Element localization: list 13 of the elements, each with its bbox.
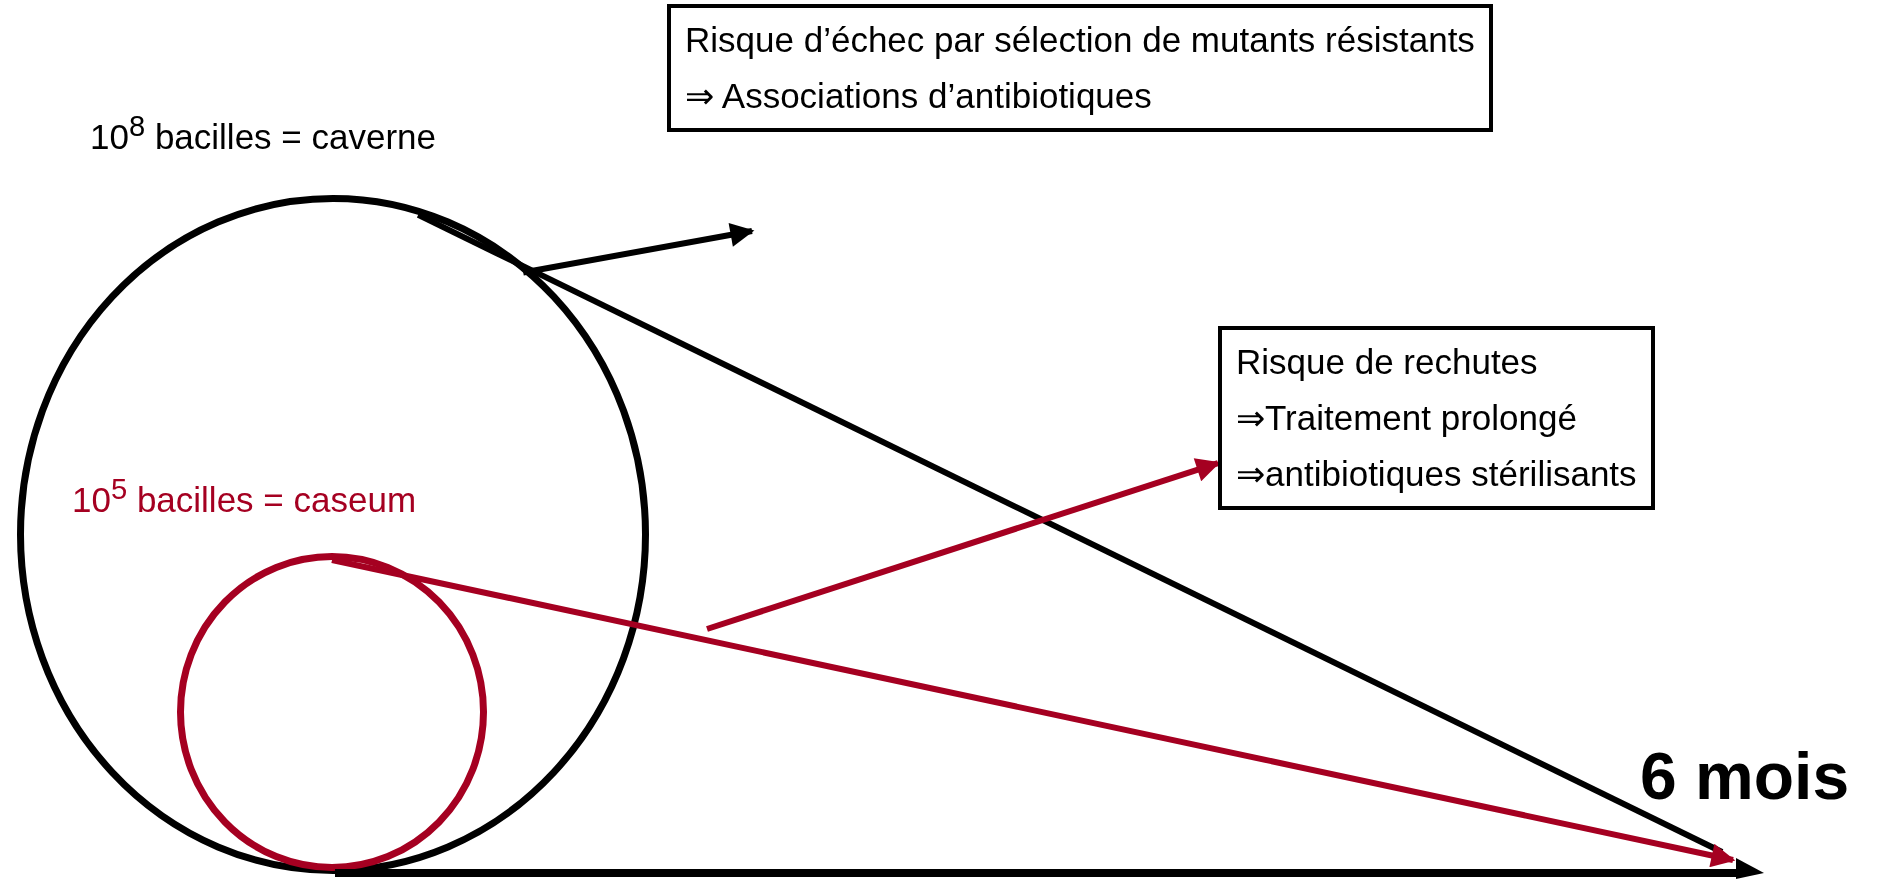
box-text: ⇒ Associations d’antibiotiques <box>685 75 1153 117</box>
time-label: 6 mois <box>1640 738 1850 814</box>
box-text: ⇒Traitement prolongé <box>1236 397 1578 439</box>
circle-caption: 10$^{5}$ bacilles = caseum <box>72 473 417 520</box>
text-box <box>1218 326 1655 510</box>
box-text: Risque de rechutes <box>1236 341 1539 383</box>
box-text: Risque d’échec par sélection de mutants résistants <box>685 19 1475 61</box>
box-text: ⇒antibiotiques stérilisants <box>1236 453 1637 495</box>
arrow <box>331 557 1736 868</box>
arrow <box>522 223 755 276</box>
arrow <box>706 458 1221 632</box>
text-box <box>667 4 1493 132</box>
circle-caption: 10$^{8}$ bacilles = caverne <box>90 110 436 157</box>
